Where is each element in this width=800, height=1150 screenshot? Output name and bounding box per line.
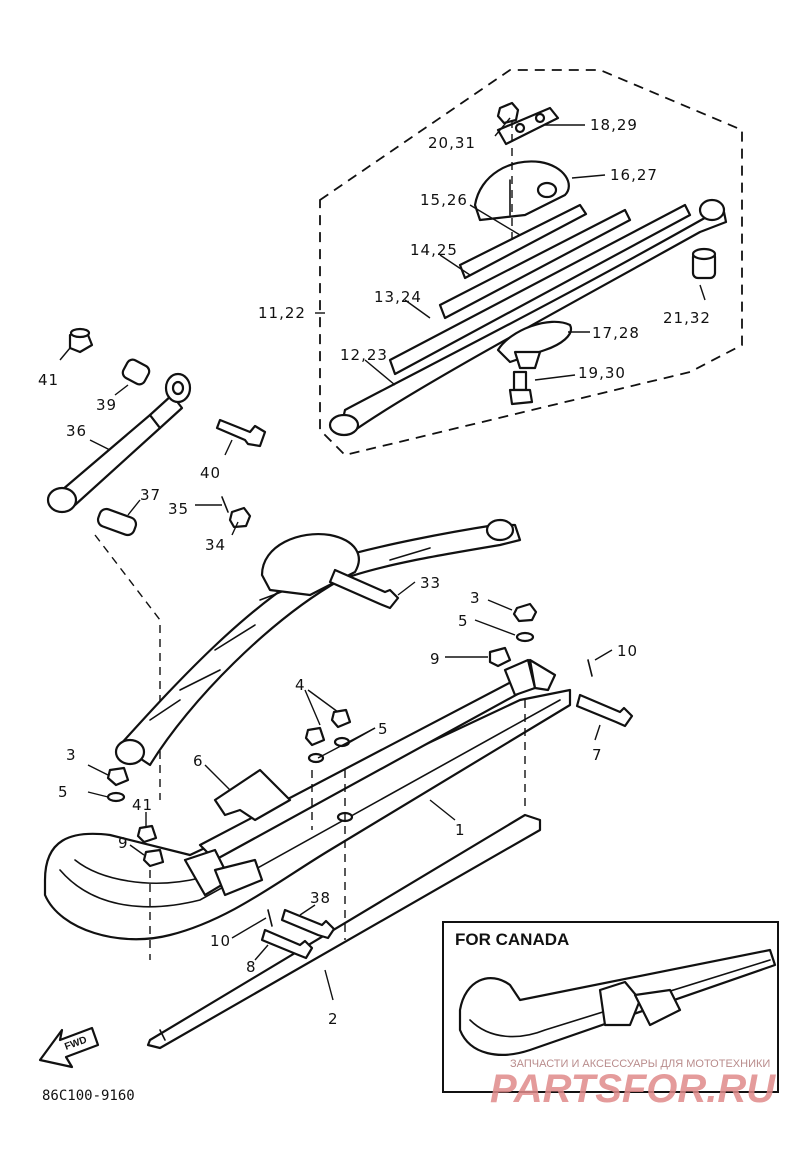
leaf-spring-group — [319, 69, 743, 456]
callout-8: 8 — [246, 958, 257, 976]
callout-10-right: 10 — [617, 642, 638, 660]
canada-inset: FOR CANADA — [442, 921, 779, 1093]
leader-lines — [59, 117, 706, 1001]
callout-2: 2 — [328, 1010, 339, 1028]
callout-33: 33 — [420, 574, 441, 592]
callout-41-bottom: 41 — [132, 796, 153, 814]
callout-41-top: 41 — [38, 371, 59, 389]
callout-14-25: 14,25 — [410, 241, 458, 259]
callout-5-mid: 5 — [378, 720, 389, 738]
ski — [43, 602, 634, 1050]
callout-16-27: 16,27 — [610, 166, 658, 184]
callout-19-30: 19,30 — [578, 364, 626, 382]
callout-39: 39 — [96, 396, 117, 414]
callout-36: 36 — [66, 422, 87, 440]
callouts: 18,29 20,31 16,27 15,26 14,25 13,24 11,2… — [38, 116, 711, 1028]
callout-40: 40 — [200, 464, 221, 482]
callout-6: 6 — [193, 752, 204, 770]
callout-11-22: 11,22 — [258, 304, 306, 322]
callout-34: 34 — [205, 536, 226, 554]
callout-13-24: 13,24 — [374, 288, 422, 306]
fwd-arrow: FWD — [38, 1026, 100, 1069]
spring-bracket — [114, 496, 522, 767]
callout-9-left: 9 — [118, 834, 129, 852]
watermark: ЗАПЧАСТИ И АКСЕССУАРЫ ДЛЯ МОТОТЕХНИКИ PA… — [490, 1058, 776, 1111]
callout-1: 1 — [455, 821, 466, 839]
callout-5-left: 5 — [58, 783, 69, 801]
shock-absorber — [46, 327, 267, 800]
callout-18-29: 18,29 — [590, 116, 638, 134]
callout-38: 38 — [310, 889, 331, 907]
callout-4: 4 — [295, 676, 306, 694]
callout-35: 35 — [168, 500, 189, 518]
callout-10-left: 10 — [210, 932, 231, 950]
callout-12-23: 12,23 — [340, 346, 388, 364]
callout-20-31: 20,31 — [428, 134, 476, 152]
callout-37: 37 — [140, 486, 161, 504]
callout-7: 7 — [592, 746, 603, 764]
watermark-brand: PARTSFOR.RU — [490, 1067, 776, 1111]
diagram-code: 86C100-9160 — [42, 1088, 135, 1104]
callout-3-left: 3 — [66, 746, 77, 764]
callout-15-26: 15,26 — [420, 191, 468, 209]
callout-5-right: 5 — [458, 612, 469, 630]
watermark-caption: ЗАПЧАСТИ И АКСЕССУАРЫ ДЛЯ МОТОТЕХНИКИ — [510, 1058, 770, 1070]
callout-9-right: 9 — [430, 650, 441, 668]
callout-21-32: 21,32 — [663, 309, 711, 327]
inset-title: FOR CANADA — [455, 930, 569, 949]
callout-17-28: 17,28 — [592, 324, 640, 342]
callout-3-right: 3 — [470, 589, 481, 607]
